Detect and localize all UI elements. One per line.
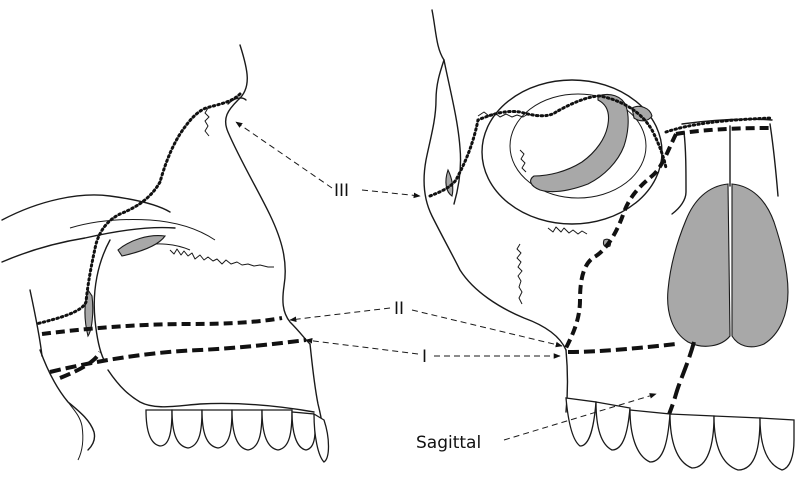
frontal-tooth	[630, 410, 670, 462]
label-lefort-iii-text: III	[334, 181, 349, 201]
frontal-teeth	[566, 398, 794, 470]
frontal-zygomaticomaxillary-suture	[548, 227, 587, 234]
label-lefort-i-text: I	[422, 347, 427, 367]
label-lefort-ii-text: II	[394, 299, 404, 319]
frontal-tooth	[596, 402, 630, 450]
lateral-orbital-floor-shade	[118, 236, 165, 256]
lateral-zygoma	[94, 240, 110, 360]
label-lefort-iii: III	[236, 122, 420, 201]
label-sagittal-text: Sagittal	[416, 433, 481, 453]
frontal-nasal-bone-right	[770, 124, 778, 196]
frontal-tooth	[760, 418, 794, 470]
frontal-lefort-i-line	[568, 344, 676, 352]
lateral-teeth	[146, 410, 329, 462]
frontal-nasal-bone-left	[672, 132, 686, 214]
lateral-frontozygomatic-suture	[205, 108, 209, 136]
frontal-orbit-medial-shade	[632, 106, 652, 120]
lateral-tooth	[262, 410, 292, 450]
frontal-medial-suture	[520, 150, 526, 172]
lateral-lefort-i-line	[50, 340, 306, 372]
label-lefort-ii: II	[290, 299, 562, 346]
leader-lefort-ii-right	[412, 310, 562, 346]
lateral-tooth	[146, 410, 172, 446]
lateral-zygomaticomaxillary-suture	[170, 249, 274, 267]
frontal-tooth	[670, 414, 714, 468]
frontal-skull-view	[424, 10, 794, 470]
lateral-lefort-i-line-lower	[60, 352, 100, 378]
lateral-tooth	[172, 410, 202, 448]
label-lefort-i: I	[306, 340, 560, 367]
lateral-tooth	[292, 412, 315, 450]
frontal-orbit-rim	[482, 80, 662, 224]
lateral-tooth	[232, 410, 262, 450]
frontal-nasal-aperture-right	[732, 184, 788, 347]
frontal-orbital-fissure-shade	[531, 94, 629, 191]
lateral-lefort-ii-line	[42, 318, 282, 334]
frontal-tooth	[714, 416, 760, 470]
lateral-palate-line	[108, 370, 314, 412]
frontal-infraorbital-suture	[517, 244, 522, 304]
lateral-posterior-wall	[68, 402, 83, 460]
leader-lefort-i-left	[306, 340, 418, 354]
lateral-incisor	[314, 414, 329, 462]
frontal-nasal-aperture-left	[668, 184, 730, 346]
frontal-tooth	[566, 398, 596, 446]
leader-lefort-iii-right	[362, 190, 420, 196]
lateral-lefort-iii-line	[36, 94, 240, 324]
lateral-skull-view	[2, 45, 329, 462]
lateral-tooth	[202, 410, 232, 448]
lateral-nasal-outline	[226, 45, 310, 344]
leader-lefort-ii-left	[290, 308, 390, 320]
